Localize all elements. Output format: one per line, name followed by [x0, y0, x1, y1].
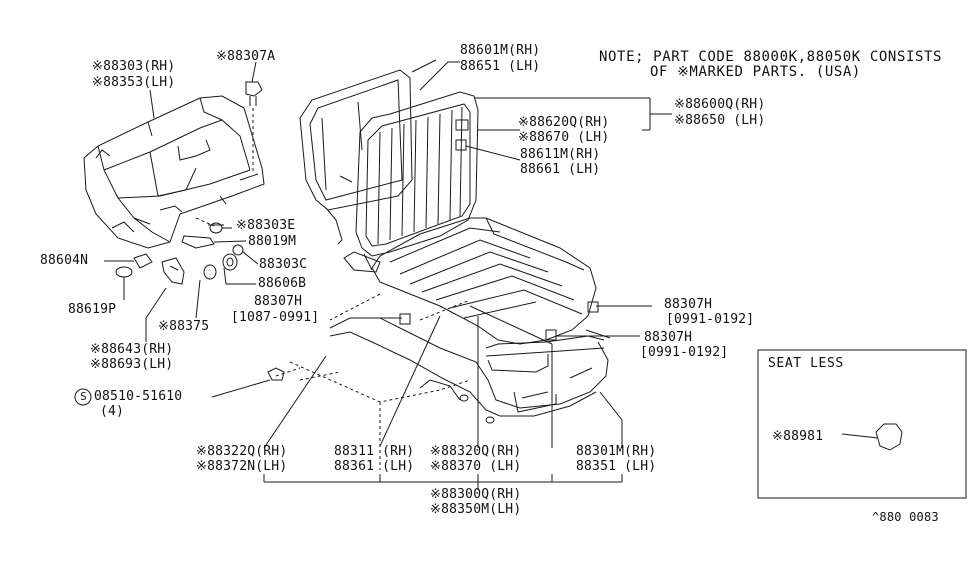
callout-88361-lh: 88361 (LH): [334, 459, 415, 474]
callout-88619p: 88619P: [68, 302, 117, 317]
seat-less-box: [757, 349, 967, 499]
callout-88351-lh: 88351 (LH): [576, 459, 657, 474]
callout-88604n: 88604N: [40, 253, 89, 268]
clip-88303e: [195, 217, 232, 234]
callout-88303-rh: ※88303(RH): [92, 59, 176, 74]
callout-88693-lh: ※88693(LH): [90, 357, 174, 372]
callout-08510-qty: (4): [100, 404, 125, 419]
callout-88301m-rh: 88301M(RH): [576, 444, 657, 459]
callout-88307a: ※88307A: [216, 49, 276, 64]
callout-08510-51610: 08510-51610: [94, 389, 183, 404]
callout-88320q-rh: ※88320Q(RH): [430, 444, 522, 459]
diagram-code: ^880 0083: [872, 510, 939, 524]
callout-88651-lh: 88651 (LH): [460, 59, 541, 74]
callout-88307h-a-range: [1087-0991]: [231, 310, 320, 325]
seat-cushion: [343, 217, 597, 345]
note-line-2: OF ※MARKED PARTS. (USA): [650, 64, 861, 80]
screw-s-symbol: S: [80, 390, 87, 403]
callout-88670-lh: ※88670 (LH): [518, 130, 610, 145]
leader-lines: [149, 59, 652, 490]
callout-88620q-rh: ※88620Q(RH): [518, 115, 610, 130]
note-line-1: NOTE; PART CODE 88000K,88050K CONSISTS: [599, 49, 943, 65]
callout-88375: ※88375: [158, 319, 210, 334]
callout-88307h-a: 88307H: [254, 294, 303, 309]
callout-88611m-rh: 88611M(RH): [520, 147, 601, 162]
callout-88322q-rh: ※88322Q(RH): [196, 444, 288, 459]
callout-88353-lh: ※88353(LH): [92, 75, 176, 90]
callout-88981: ※88981: [772, 429, 824, 444]
callout-88300q-rh: ※88300Q(RH): [430, 487, 522, 502]
seatback-cushion-88611m: [355, 91, 672, 257]
seat-frame-88301m: [329, 301, 611, 424]
callout-88303c: 88303C: [259, 257, 308, 272]
callout-88307h-c: 88307H: [644, 330, 693, 345]
screw-08510: [74, 367, 301, 406]
callout-88650-lh: ※88650 (LH): [674, 113, 766, 128]
callout-88350m-lh: ※88350M(LH): [430, 502, 522, 517]
callout-88372n-lh: ※88372N(LH): [196, 459, 288, 474]
callout-88600q-rh: ※88600Q(RH): [674, 97, 766, 112]
callout-88303e: ※88303E: [236, 218, 296, 233]
callout-88606b: 88606B: [258, 276, 307, 291]
seatback-frame-88601m: [299, 61, 460, 245]
plate-88019m: [181, 235, 247, 249]
callout-88370-lh: ※88370 (LH): [430, 459, 522, 474]
callout-88601m-rh: 88601M(RH): [460, 43, 541, 58]
seat-slide-outline: [289, 293, 471, 470]
callout-88307h-b-range: [0991-0192]: [666, 312, 755, 327]
callout-88661-lh: 88661 (LH): [520, 162, 601, 177]
seat-cover-bracket: [83, 95, 265, 249]
callout-88307h-c-range: [0991-0192]: [640, 345, 729, 360]
bolt-88307a: [245, 81, 263, 172]
callout-88307h-b: 88307H: [664, 297, 713, 312]
callout-88311-rh: 88311 (RH): [334, 444, 415, 459]
callout-88019m: 88019M: [248, 234, 297, 249]
parts-small-left: [104, 244, 259, 342]
seat-less-title: SEAT LESS: [768, 356, 844, 371]
callout-88643-rh: ※88643(RH): [90, 342, 174, 357]
